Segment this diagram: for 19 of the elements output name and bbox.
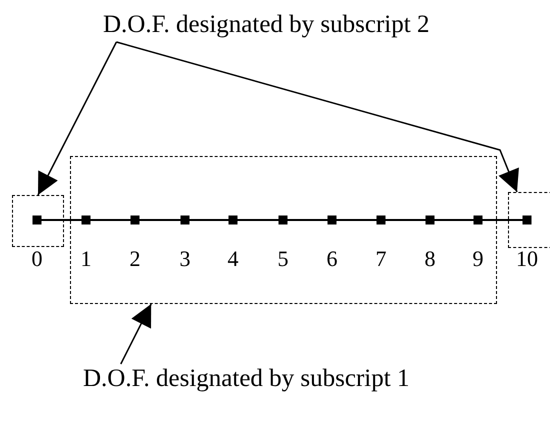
arrow bbox=[120, 304, 152, 364]
node-number: 8 bbox=[424, 246, 436, 272]
node-number: 0 bbox=[30, 246, 44, 272]
node-number: 9 bbox=[472, 246, 484, 272]
node-number: 2 bbox=[128, 246, 142, 272]
callout-text: D.O.F. designated by subscript 2 bbox=[103, 10, 430, 40]
node-number: 4 bbox=[226, 246, 240, 272]
dashed-region bbox=[70, 156, 497, 304]
arrow bbox=[116, 41, 519, 192]
node-number: 7 bbox=[374, 246, 388, 272]
node-number: 6 bbox=[326, 246, 338, 272]
node-number: 3 bbox=[178, 246, 192, 272]
dashed-region bbox=[12, 195, 64, 247]
arrow bbox=[37, 42, 118, 196]
node-number: 10 bbox=[515, 246, 539, 272]
node-number: 1 bbox=[80, 246, 92, 272]
callout-text: D.O.F. designated by subscript 1 bbox=[83, 364, 410, 394]
node-number: 5 bbox=[276, 246, 290, 272]
dashed-region bbox=[508, 192, 550, 248]
